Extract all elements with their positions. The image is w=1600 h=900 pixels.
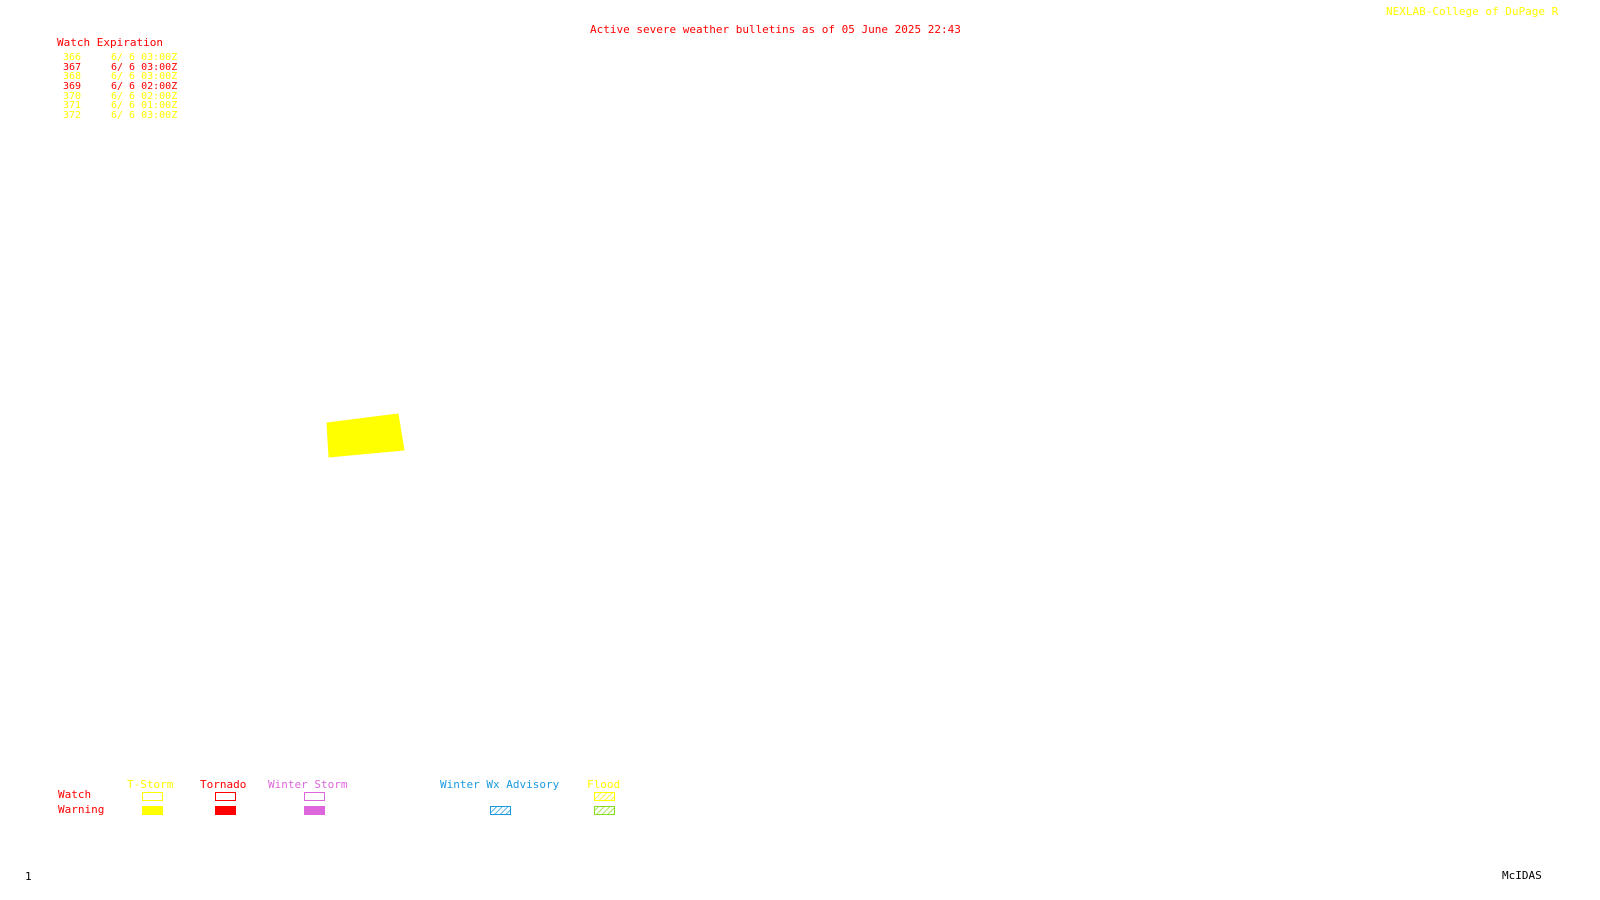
tornado-watch-swatch bbox=[215, 792, 236, 801]
watch-row: 370 6/ 6 02:00Z bbox=[63, 90, 201, 102]
watch-row: 367 6/ 6 03:00Z bbox=[63, 61, 201, 73]
legend-category-tstorm: T-Storm bbox=[127, 778, 174, 791]
legend-category-tornado: Tornado bbox=[200, 778, 247, 791]
watch-row: 372 6/ 6 03:00Z bbox=[63, 111, 201, 121]
legend-swatches bbox=[142, 792, 615, 815]
watch-row: 368 6/ 6 03:00Z bbox=[63, 72, 201, 82]
watch-number: 367 bbox=[63, 61, 82, 73]
frame-number: 1 bbox=[25, 870, 32, 883]
watch-expiration: 6/ 6 02:00Z bbox=[111, 81, 178, 93]
credit-label: NEXLAB-College of DuPage R bbox=[1386, 5, 1559, 18]
watch-number: 366 bbox=[63, 52, 82, 63]
winter-storm-warning-swatch bbox=[304, 806, 325, 815]
watch-number: 369 bbox=[63, 81, 82, 93]
watch-expiration: 6/ 6 03:00Z bbox=[111, 61, 178, 73]
tornado-warning-swatch bbox=[215, 806, 236, 815]
tstorm-warning-polygon bbox=[326, 413, 405, 458]
flood-watch-swatch bbox=[594, 792, 615, 801]
software-label: McIDAS bbox=[1502, 869, 1542, 882]
watch-row: 366 6/ 6 03:00Z bbox=[63, 53, 201, 63]
winter-wx-advisory-swatch bbox=[490, 806, 511, 815]
watch-expiration: 6/ 6 01:00Z bbox=[111, 100, 178, 112]
legend-category-winter-wx-advisory: Winter Wx Advisory bbox=[440, 778, 560, 791]
bulletin-title: Active severe weather bulletins as of 05… bbox=[590, 23, 961, 36]
watch-table: 366 6/ 6 03:00Z 367 6/ 6 03:00Z 368 6/ 6 03… bbox=[63, 53, 201, 121]
tstorm-watch-swatch bbox=[142, 792, 163, 801]
watch-row: 371 6/ 6 01:00Z bbox=[63, 101, 201, 111]
watch-expiration: 6/ 6 03:00Z bbox=[111, 110, 178, 122]
watch-number: 370 bbox=[63, 90, 82, 102]
legend-row-watch: Watch bbox=[58, 788, 92, 801]
watch-number: 371 bbox=[63, 100, 82, 112]
watch-expiration: 6/ 6 03:00Z bbox=[111, 71, 178, 83]
legend-category-flood: Flood bbox=[587, 778, 621, 791]
tstorm-warning-swatch bbox=[142, 806, 163, 815]
watch-row: 369 6/ 6 02:00Z bbox=[63, 82, 201, 92]
watch-number: 372 bbox=[63, 110, 82, 122]
watch-table-header: Watch Expiration bbox=[57, 36, 163, 49]
winter-storm-watch-swatch bbox=[304, 792, 325, 801]
legend-category-winter-storm: Winter Storm bbox=[268, 778, 348, 791]
watch-expiration: 6/ 6 03:00Z bbox=[111, 52, 178, 63]
watch-number: 368 bbox=[63, 71, 82, 83]
flood-warning-swatch bbox=[594, 806, 615, 815]
watch-expiration: 6/ 6 02:00Z bbox=[111, 90, 178, 102]
legend-row-warning: Warning bbox=[58, 803, 105, 816]
